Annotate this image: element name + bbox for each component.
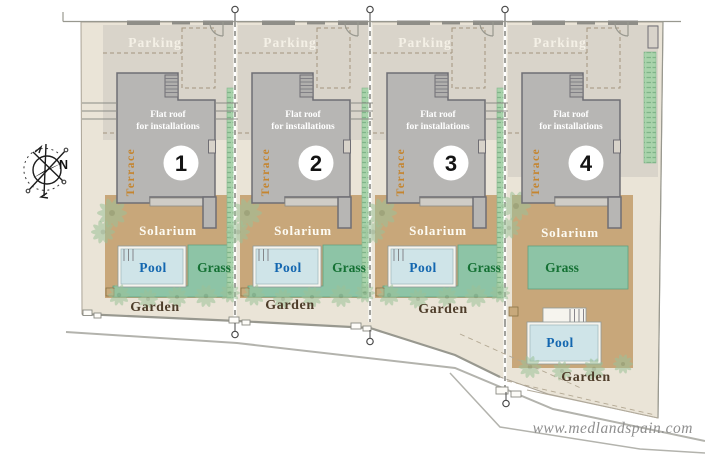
terrace-label: Terrace — [530, 148, 542, 196]
garden-label: Garden — [561, 370, 611, 385]
solarium-label: Solarium — [274, 223, 332, 238]
terrace-label: Terrace — [260, 148, 272, 196]
garage-door — [608, 20, 638, 25]
east-wall — [657, 21, 664, 419]
grass-label: Grass — [332, 260, 366, 275]
grass-label: Grass — [197, 260, 231, 275]
garden-label: Garden — [265, 298, 315, 313]
flat-roof-label-line1: Flat roof — [553, 110, 589, 120]
plot-3-labels: Parking Flat roof for installations Terr… — [395, 35, 501, 317]
north-arrow-icon — [33, 163, 62, 178]
compass-tick — [39, 192, 49, 199]
plot-number: 2 — [310, 151, 322, 176]
flat-roof-label-line2: for installations — [271, 122, 335, 132]
garden-boundary-dashed — [506, 380, 656, 416]
south-east-edge — [526, 389, 659, 419]
plot-number: 3 — [445, 151, 457, 176]
pool-label: Pool — [139, 260, 167, 275]
grass-lawn — [527, 245, 629, 290]
lamp-post-icon — [231, 330, 239, 339]
street-lamps-south — [231, 323, 510, 408]
solarium-label: Solarium — [409, 223, 467, 238]
grass-label: Grass — [545, 260, 579, 275]
flat-roof-label-line2: for installations — [136, 122, 200, 132]
garage-door — [532, 20, 565, 25]
plot-1-labels: Parking Flat roof for installations Terr… — [125, 35, 231, 315]
parking-bay-dashed — [586, 27, 621, 89]
parking-label: Parking — [533, 35, 587, 50]
garden-boundary-dashed — [459, 333, 584, 390]
parking-label: Parking — [398, 35, 452, 50]
compass-rose: N — [23, 143, 69, 199]
party-wall-lines-west — [82, 102, 117, 120]
garage-door — [577, 21, 595, 25]
pool-label: Pool — [409, 260, 437, 275]
pool-steps — [569, 309, 584, 323]
terrace-label: Terrace — [395, 148, 407, 196]
flat-roof-label-line2: for installations — [406, 122, 470, 132]
road-edge-lower — [449, 372, 705, 454]
terrace-label: Terrace — [125, 148, 137, 196]
watermark: www.medlandspain.com — [533, 420, 693, 437]
wall-gates — [82, 309, 522, 398]
solarium-label: Solarium — [139, 223, 197, 238]
plot-number: 4 — [580, 151, 593, 176]
pool-label: Pool — [546, 335, 574, 350]
garden-label: Garden — [130, 300, 180, 315]
lamp-post-icon — [366, 337, 374, 346]
garden-label: Garden — [418, 302, 468, 317]
entry-door-swing — [614, 22, 629, 37]
plot-2-labels: Parking Flat roof for installations Terr… — [260, 35, 366, 313]
parking-label: Parking — [128, 35, 182, 50]
planter — [508, 306, 519, 317]
flat-roof-label-line1: Flat roof — [285, 110, 321, 120]
compass-north-label: N — [59, 158, 68, 172]
flat-roof-label-line2: for installations — [539, 122, 603, 132]
lamp-post-icon — [502, 399, 510, 408]
flat-roof-label-line1: Flat roof — [420, 110, 456, 120]
road-edge-upper — [65, 331, 705, 442]
grass-label: Grass — [467, 260, 501, 275]
corner-niche — [647, 25, 659, 49]
plot-number: 1 — [175, 151, 187, 176]
plot-4-labels: Parking Flat roof for installations Terr… — [530, 35, 611, 385]
pool — [529, 324, 599, 362]
plot-4-geometry — [498, 20, 659, 416]
compass-tick — [34, 144, 43, 154]
solarium-label: Solarium — [541, 225, 599, 240]
pool-label: Pool — [274, 260, 302, 275]
flat-roof-label-line1: Flat roof — [150, 110, 186, 120]
hedge-strip — [643, 51, 657, 164]
parking-label: Parking — [263, 35, 317, 50]
